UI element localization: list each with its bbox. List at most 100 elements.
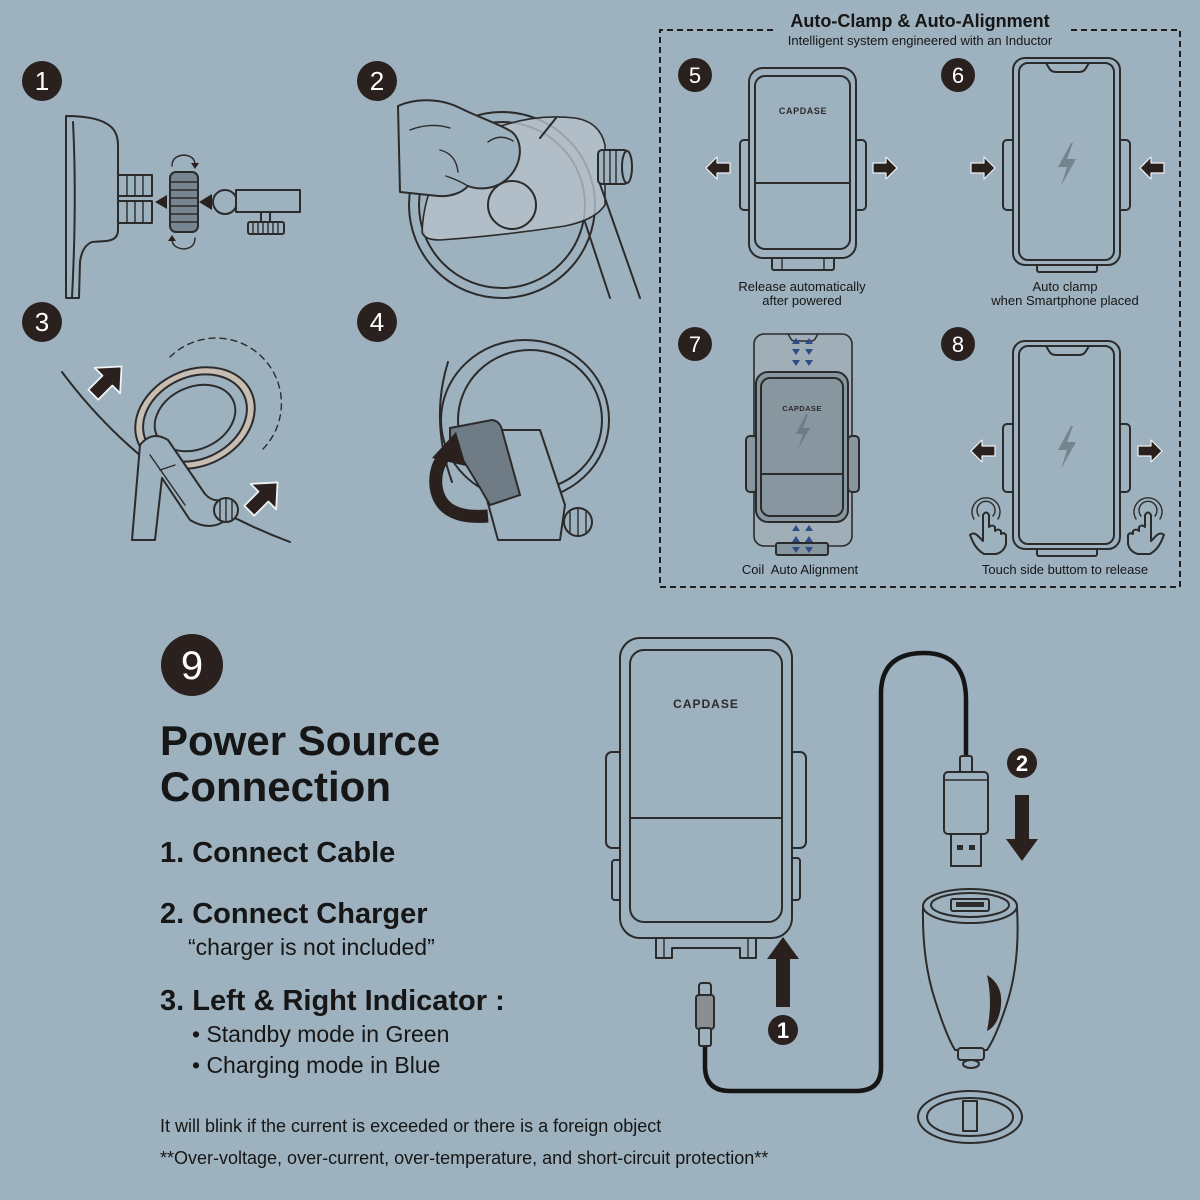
feet-details: [663, 935, 749, 959]
arm-details: [149, 454, 186, 506]
rotate-arrowhead: [191, 163, 199, 169]
step-5: 5 CAPDASE Release automatically after po…: [678, 58, 898, 308]
triangle-down: [805, 349, 813, 355]
socket-contact: [962, 1100, 978, 1132]
hand-details: [409, 124, 514, 187]
usb-c-strain-relief: [698, 1027, 712, 1047]
step-badge-2: 2: [357, 61, 397, 101]
mount-arm-lines: [584, 183, 641, 299]
cable-step-circle: [768, 1015, 798, 1045]
lightning-icon: [1058, 426, 1076, 469]
arrow-down-shaft: [1015, 795, 1029, 842]
step-6-caption-line-2: when Smartphone placed: [990, 293, 1138, 308]
usb-port-tongue: [956, 902, 984, 907]
holder-back-body: [65, 115, 119, 299]
footnote-blink: It will blink if the current is exceeded…: [160, 1116, 661, 1136]
step-number: 7: [689, 332, 701, 357]
holder-face: [629, 649, 783, 923]
holder-feet: [655, 935, 757, 959]
curved-arrowhead: [432, 432, 466, 466]
cable-step-badge-2: 2: [1007, 748, 1037, 778]
charger-body: [921, 907, 1019, 1051]
auto-clamp-panel: Auto-Clamp & Auto-Alignment Intelligent …: [659, 11, 1181, 588]
step-6-caption-line-1: Auto clamp: [1032, 279, 1097, 294]
arrow-left-icon: [970, 439, 996, 463]
cable-step-number: 2: [1016, 751, 1028, 776]
arrow-left-icon: [1139, 156, 1165, 180]
arrow-left-icon: [155, 195, 167, 209]
step-8-caption: Touch side buttom to release: [982, 562, 1148, 577]
step-badge-circle: [22, 61, 62, 101]
step-badge-circle: [357, 302, 397, 342]
step-8: 8 Touch side buttom to release: [941, 327, 1165, 577]
section-title-line-1: Power Source: [160, 717, 440, 764]
step-1-illustration: [65, 115, 301, 299]
step-7: 7 CAPDASE: [678, 327, 860, 577]
step-badge-circle: [22, 302, 62, 342]
mount-arm: [235, 189, 301, 213]
panel-title: Auto-Clamp & Auto-Alignment: [790, 11, 1049, 31]
triangle-down: [792, 360, 800, 366]
charger-note: “charger is not included”: [188, 934, 435, 960]
arrow-up-shaft: [776, 955, 790, 1007]
cable-step-circle: [1007, 748, 1037, 778]
step-number: 8: [952, 332, 964, 357]
step-badge-circle: [678, 327, 712, 361]
step-badge-1: 1: [22, 61, 62, 101]
usb-c-connector: [695, 994, 715, 1030]
smartphone-screen: [1018, 345, 1115, 545]
connector-ridges: [126, 200, 144, 224]
cable-step-badge-1: 1: [768, 1015, 798, 1045]
step-number: 5: [689, 63, 701, 88]
arrow-right-icon: [872, 156, 898, 180]
instruction-connect-charger: 2. Connect Charger: [160, 898, 428, 930]
ball-joint: [212, 189, 238, 215]
step-5-caption-line-2: after powered: [762, 293, 842, 308]
knob-ridges: [569, 508, 587, 536]
step-6: 6 Auto clamp when Smartphone placed: [941, 57, 1165, 308]
usb-a-strain-relief: [959, 755, 973, 774]
triangle-down: [792, 547, 800, 553]
nut-ridges: [170, 181, 198, 223]
step-badge-circle: [161, 634, 223, 696]
holder-body: [619, 637, 793, 939]
hand-shape: [1127, 511, 1165, 555]
step-number: 6: [952, 63, 964, 88]
step-badge-circle: [678, 58, 712, 92]
power-source-section: 9 Power Source Connection 1. Connect Cab…: [160, 634, 1038, 1168]
section-title-line-2: Connection: [160, 763, 391, 810]
instruction-indicator: 3. Left & Right Indicator :: [160, 985, 505, 1017]
hand-touch-icon: [969, 497, 1007, 555]
thumb-screw: [247, 221, 285, 235]
usb-a-plug: [950, 833, 982, 867]
arrow-up-icon: [767, 937, 799, 959]
knob-ridges: [219, 497, 233, 523]
hand-pressing: [397, 99, 521, 198]
brand-logo: CAPDASE: [673, 697, 739, 711]
triangle-up: [805, 525, 813, 531]
screw-ridges: [252, 221, 279, 235]
rotate-arrow-icon: [171, 237, 196, 250]
holder-face: [760, 377, 844, 517]
lightning-icon: [796, 414, 810, 449]
smartphone-notch: [787, 333, 819, 342]
step-badge-circle: [941, 58, 975, 92]
brand-logo: CAPDASE: [779, 106, 827, 116]
touch-wave: [976, 500, 996, 517]
locking-nut: [169, 171, 199, 233]
step-2-illustration: [397, 99, 641, 299]
smartphone-notch: [1045, 62, 1090, 73]
hand-touch-icon: [1127, 497, 1165, 555]
arrow-right-icon: [970, 156, 996, 180]
smartphone-notch: [1045, 345, 1090, 356]
arrow-down-icon: [1006, 839, 1038, 861]
indicator-standby: • Standby mode in Green: [192, 1021, 449, 1047]
triangle-up: [792, 536, 800, 542]
cable-step-number: 1: [777, 1018, 789, 1043]
usb-a-contact: [957, 845, 963, 850]
triangle-up: [805, 536, 813, 542]
step-5-caption-line-1: Release automatically: [738, 279, 866, 294]
holder-body: [748, 67, 857, 259]
touch-wave: [1138, 500, 1158, 517]
step-badge-4: 4: [357, 302, 397, 342]
